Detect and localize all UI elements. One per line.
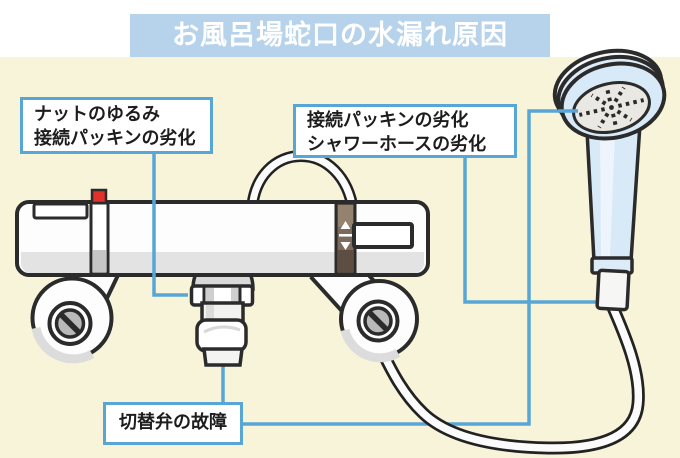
label-line: シャワーホースの劣化	[307, 134, 487, 155]
hose-connector-nut	[595, 268, 631, 312]
label-line: 接続パッキンの劣化	[34, 128, 196, 149]
label-line: ナットのゆるみ	[34, 104, 160, 125]
label-diverter: 切替弁の故障	[103, 402, 243, 445]
connector-lines	[221, 109, 603, 426]
flow-lever-slot	[352, 222, 414, 249]
label-packing-hose: 接続パッキンの劣化 シャワーホースの劣化	[293, 104, 517, 158]
label-line: 接続パッキンの劣化	[307, 110, 469, 131]
red-indicator	[90, 188, 108, 205]
arrow-up-icon	[340, 221, 351, 229]
left-mount-flange	[30, 276, 114, 364]
diverter-spout	[189, 284, 255, 367]
shower-head-icon	[552, 48, 667, 312]
page-title: お風呂場蛇口の水漏れ原因	[130, 14, 550, 57]
screw-slot-icon	[367, 310, 389, 332]
temp-handle-divider	[89, 188, 110, 276]
spray-holes-icon	[578, 86, 645, 129]
right-mount-flange	[339, 279, 419, 363]
faucet-body	[15, 188, 430, 277]
arrow-down-icon	[340, 242, 351, 250]
spout-outlet	[202, 347, 244, 367]
label-nut-packing: ナットのゆるみ 接続パッキンの劣化	[20, 97, 213, 154]
shower-hose	[375, 300, 645, 455]
screw-slot-icon	[59, 312, 81, 335]
